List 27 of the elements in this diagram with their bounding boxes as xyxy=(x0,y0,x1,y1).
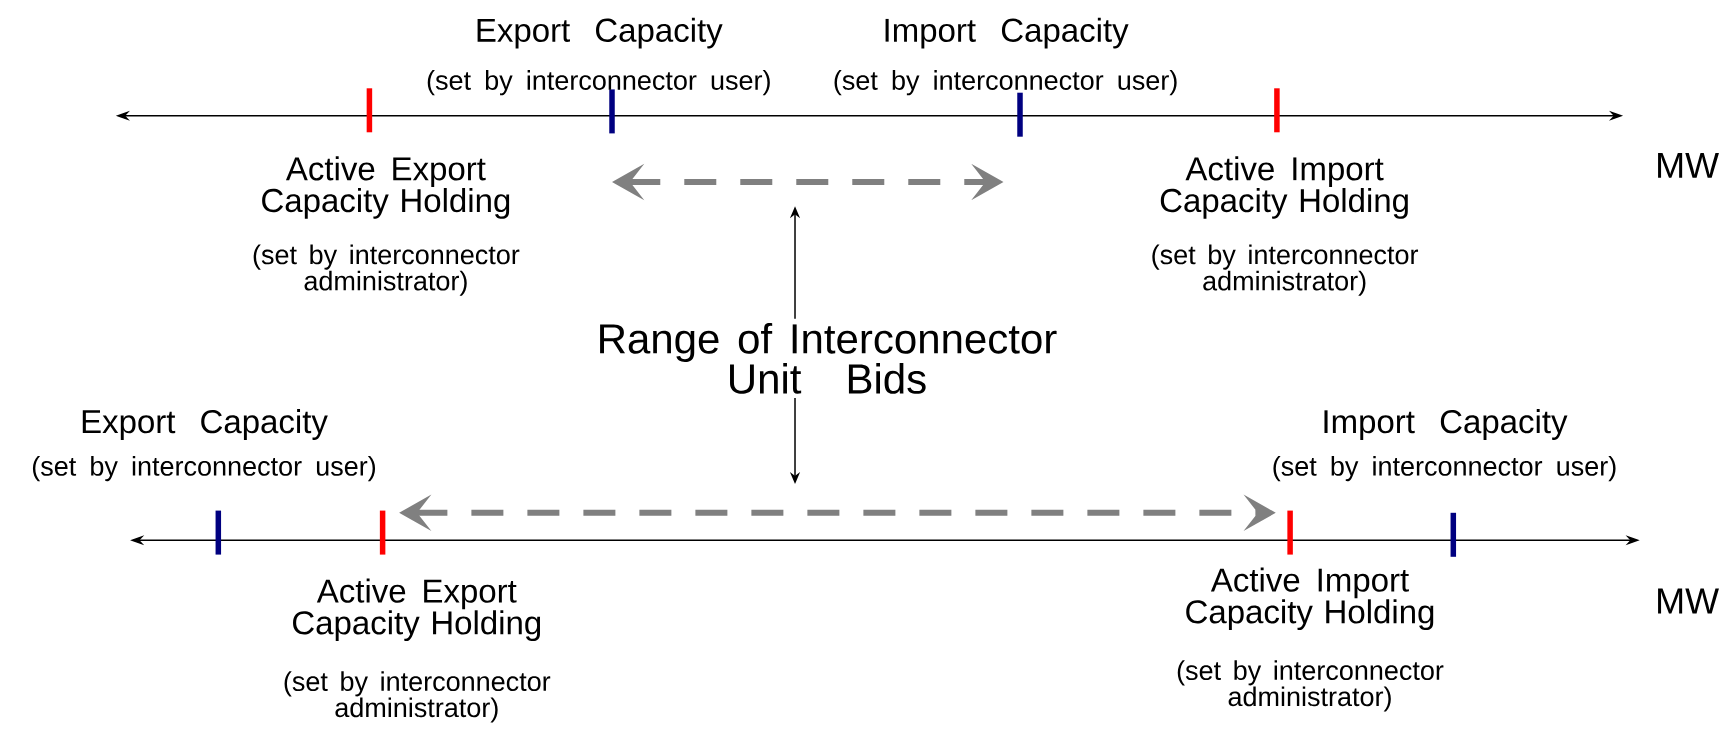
tick-label: (set by interconnector user) xyxy=(834,70,1177,96)
tick-label: (set by interconnector user) xyxy=(427,70,770,96)
range-label: Range of Interconnector Unit Bids xyxy=(600,322,1057,394)
tick-label: Active Import Capacity Holding xyxy=(1160,156,1408,219)
tick-label: Active Export Capacity Holding xyxy=(262,156,510,219)
unit-label: MW xyxy=(1658,588,1719,614)
tick-label: Active Import Capacity Holding xyxy=(1186,567,1434,631)
tick-mark xyxy=(366,88,373,133)
tick-label: (set by interconnector user) xyxy=(32,456,376,482)
tick-label: (set by interconnector user) xyxy=(1273,456,1616,482)
tick-mark xyxy=(609,89,615,134)
tick-label: (set by interconnector administrator) xyxy=(253,244,520,296)
tick-label: Import Capacity xyxy=(885,17,1129,49)
tick-label: (set by interconnector administrator) xyxy=(1177,660,1444,712)
tick-label: (set by interconnector administrator) xyxy=(1152,244,1419,296)
tick-label: Import Capacity xyxy=(1324,409,1568,440)
tick-mark xyxy=(379,510,386,555)
tick-mark xyxy=(1450,512,1457,557)
tick-mark xyxy=(1274,88,1280,133)
tick-label: (set by interconnector administrator) xyxy=(284,671,551,723)
tick-label: Export Capacity xyxy=(477,17,723,49)
tick-label: Export Capacity xyxy=(82,409,328,440)
tick-mark xyxy=(215,510,222,555)
tick-label: Active Export Capacity Holding xyxy=(293,578,541,642)
unit-label: MW xyxy=(1658,153,1719,178)
tick-mark xyxy=(1287,510,1293,555)
tick-mark xyxy=(1017,92,1023,137)
